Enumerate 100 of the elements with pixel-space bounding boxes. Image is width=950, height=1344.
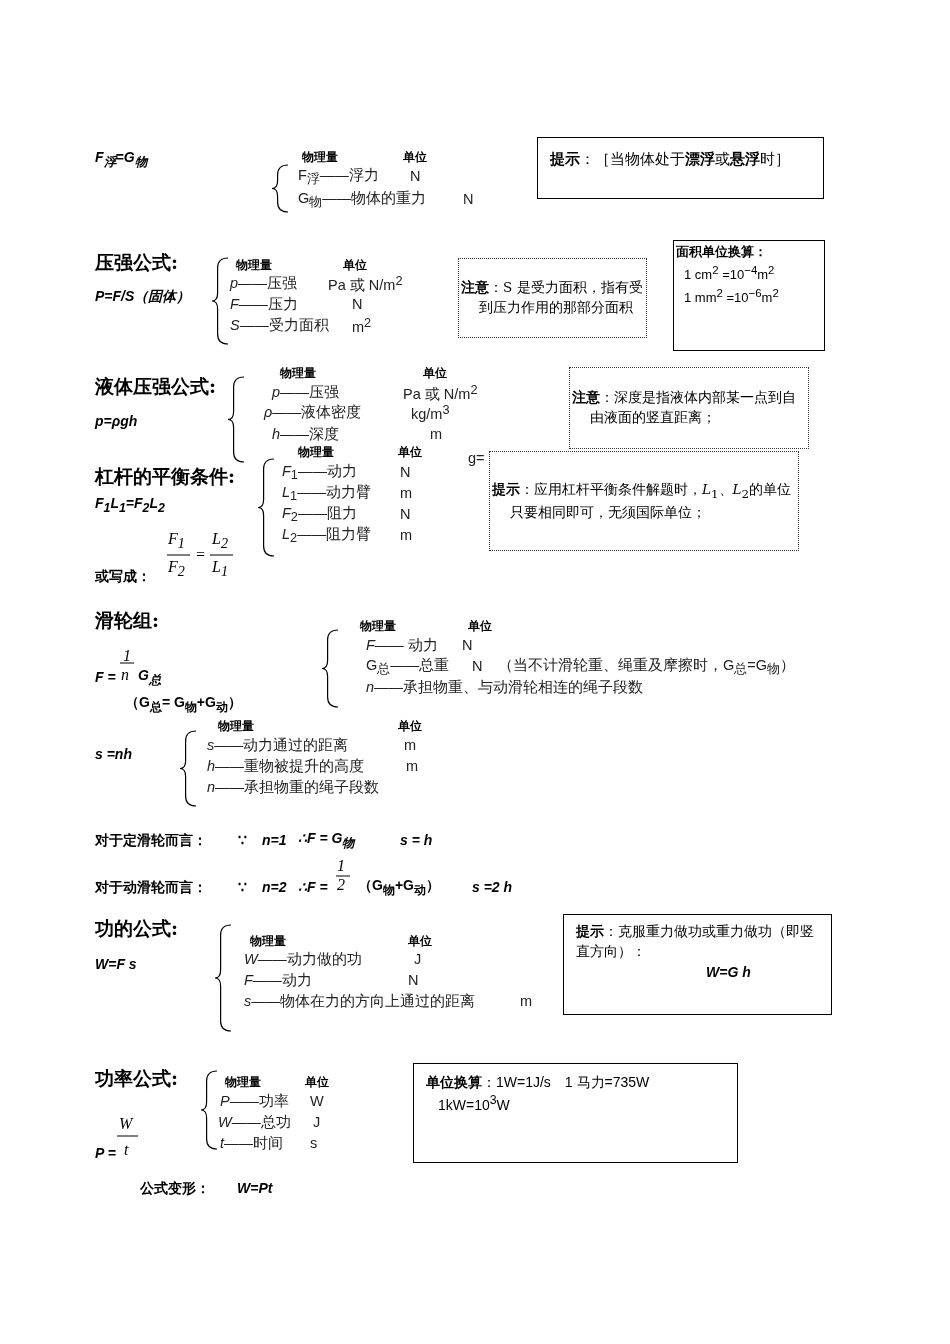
section-heading: 功的公式: [95, 917, 178, 939]
column-header: 物理量 [298, 446, 334, 460]
quantity-text: N [462, 638, 473, 654]
quantity-text: n——承担物重、与动滑轮相连的绳子段数 [366, 680, 644, 696]
quantity-text: N [400, 465, 411, 481]
formula-text: s =2 h [472, 880, 513, 896]
column-header: 单位 [403, 151, 427, 165]
section-heading: 功率公式: [95, 1067, 178, 1089]
quantity-text: J [414, 952, 422, 968]
fraction-term: F$_{1}$ [168, 530, 185, 552]
tip-box [563, 914, 832, 1015]
quantity-text: W——总功 [218, 1115, 291, 1131]
column-header: 单位 [398, 446, 422, 460]
quantity-text: N [408, 973, 419, 989]
quantity-text: F——压力 [230, 297, 298, 313]
quantity-text: m [520, 994, 533, 1010]
quantity-text: F—— 动力 [366, 638, 438, 654]
formula-text: （G$_{总}$= G$_{物}$+G$_{动}$） [125, 695, 242, 715]
formula-text: 对于动滑轮而言： [95, 880, 207, 896]
fraction-term: L$_{2}$ [212, 530, 228, 552]
quantity-text: G$_{物}$——物体的重力 [298, 190, 427, 210]
note-text: 1kW=10$^{3}$W [437, 1092, 511, 1115]
quantity-text: P——功率 [220, 1094, 289, 1110]
fraction-term: 1 [337, 857, 345, 875]
section-heading: 压强公式: [95, 251, 178, 273]
fraction-term: L$_{1}$ [212, 558, 228, 580]
quantity-text: h——深度 [272, 427, 340, 443]
quantity-text: Pa 或 N/m$^{2}$ [328, 273, 403, 295]
quantity-text: t——时间 [220, 1136, 284, 1152]
column-header: 物理量 [236, 259, 272, 273]
note-text: 1 mm$^{2}$ =10$^{−6}$m$^{2}$ [683, 286, 780, 308]
column-header: 物理量 [302, 151, 338, 165]
quantity-text: L$_{1}$——动力臂 [282, 484, 372, 504]
column-header: 单位 [305, 1076, 329, 1090]
formula-text: 或写成： [95, 569, 151, 585]
quantity-text: m [406, 759, 419, 775]
quantity-text: N [472, 659, 483, 675]
note-text: 注意：深度是指液体内部某一点到自由液面的竖直距离； [572, 388, 797, 427]
note-text: 提示：应用杠杆平衡条件解题时，L$_{1}$、L$_{2}$的单位只要相同即可，无须国际单位； [492, 479, 793, 522]
formula-text: W=F s [95, 957, 137, 973]
column-header: 单位 [408, 935, 432, 949]
column-header: 单位 [423, 367, 447, 381]
quantity-text: F$_{1}$——动力 [282, 463, 357, 483]
formula-text: n=2 [262, 880, 287, 896]
note-box [569, 367, 809, 449]
formula-text: ∴F = G$_{物}$ [298, 831, 355, 851]
quantity-text: m [430, 427, 443, 443]
quantity-text: m [400, 528, 413, 544]
formula-text: ∵ [238, 880, 247, 896]
tip-box [537, 137, 824, 199]
note-text: 注意：S 是受力面积，指有受到压力作用的那部分面积 [461, 278, 644, 317]
column-header: 单位 [343, 259, 367, 273]
fraction-term: W [119, 1115, 133, 1133]
formula-text: s =nh [95, 747, 132, 763]
quantity-text: F——动力 [244, 973, 312, 989]
quantity-text: p——压强 [230, 276, 298, 292]
conversion-box [413, 1063, 738, 1163]
column-header: 单位 [468, 620, 492, 634]
quantity-text: （当不计滑轮重、绳重及摩擦时，G$_{总}$=G$_{物}$） [498, 657, 796, 677]
quantity-text: N [463, 192, 474, 208]
formula-text: （G$_{物}$+G$_{动}$） [358, 878, 440, 898]
quantity-text: kg/m$^{3}$ [411, 402, 450, 424]
formula-text: p=ρgh [95, 414, 138, 430]
formula-text: 公式变形： [140, 1181, 210, 1197]
formula-text: F$_{1}$L$_{1}$=F$_{2}$L$_{2}$ [95, 496, 165, 516]
formula-text: s = h [400, 833, 433, 849]
section-heading: 杠杆的平衡条件: [95, 465, 235, 487]
note-box [458, 258, 647, 338]
quantity-text: n——承担物重的绳子段数 [207, 780, 380, 796]
column-header: 单位 [398, 720, 422, 734]
formula-text: n=1 [262, 833, 287, 849]
quantity-text: W [310, 1094, 324, 1110]
note-text: 提示：［当物体处于漂浮或悬浮时］ [550, 149, 791, 169]
column-header: 物理量 [280, 367, 316, 381]
formula-text: 对于定滑轮而言： [95, 833, 207, 849]
quantity-text: L$_{2}$——阻力臂 [282, 526, 372, 546]
note-text: W=G h [705, 962, 752, 982]
quantity-text: Pa 或 N/m$^{2}$ [403, 382, 478, 404]
formula-text: W=Pt [237, 1181, 273, 1197]
note-text: 1 cm$^{2}$ =10$^{−4}$m$^{2}$ [683, 262, 776, 285]
tip-box [489, 451, 799, 551]
quantity-text: N [400, 507, 411, 523]
quantity-text: s——物体在力的方向上通过的距离 [244, 994, 476, 1010]
section-heading: 液体压强公式: [95, 375, 216, 397]
quantity-text: F$_{浮}$——浮力 [298, 167, 379, 187]
fraction-term: 1 [123, 647, 131, 665]
fraction-term: 2 [337, 876, 345, 894]
quantity-text: m [404, 738, 417, 754]
quantity-text: N [410, 169, 421, 185]
column-header: 物理量 [250, 935, 286, 949]
formula-text: P=F/S（固体） [95, 289, 191, 305]
formula-text: P = [95, 1146, 116, 1162]
fraction-term: n [121, 666, 129, 684]
note-text: 提示：克服重力做功或重力做功（即竖直方向）： [576, 922, 815, 962]
formula-text: G$_{总}$ [138, 668, 161, 688]
quantity-text: p——压强 [272, 385, 340, 401]
box-heading: 面积单位换算： [676, 243, 768, 261]
formula-text: F$_{浮}$=G$_{物}$ [95, 150, 147, 170]
formula-text: F = [95, 670, 116, 686]
fraction-term: F$_{2}$ [168, 558, 185, 580]
